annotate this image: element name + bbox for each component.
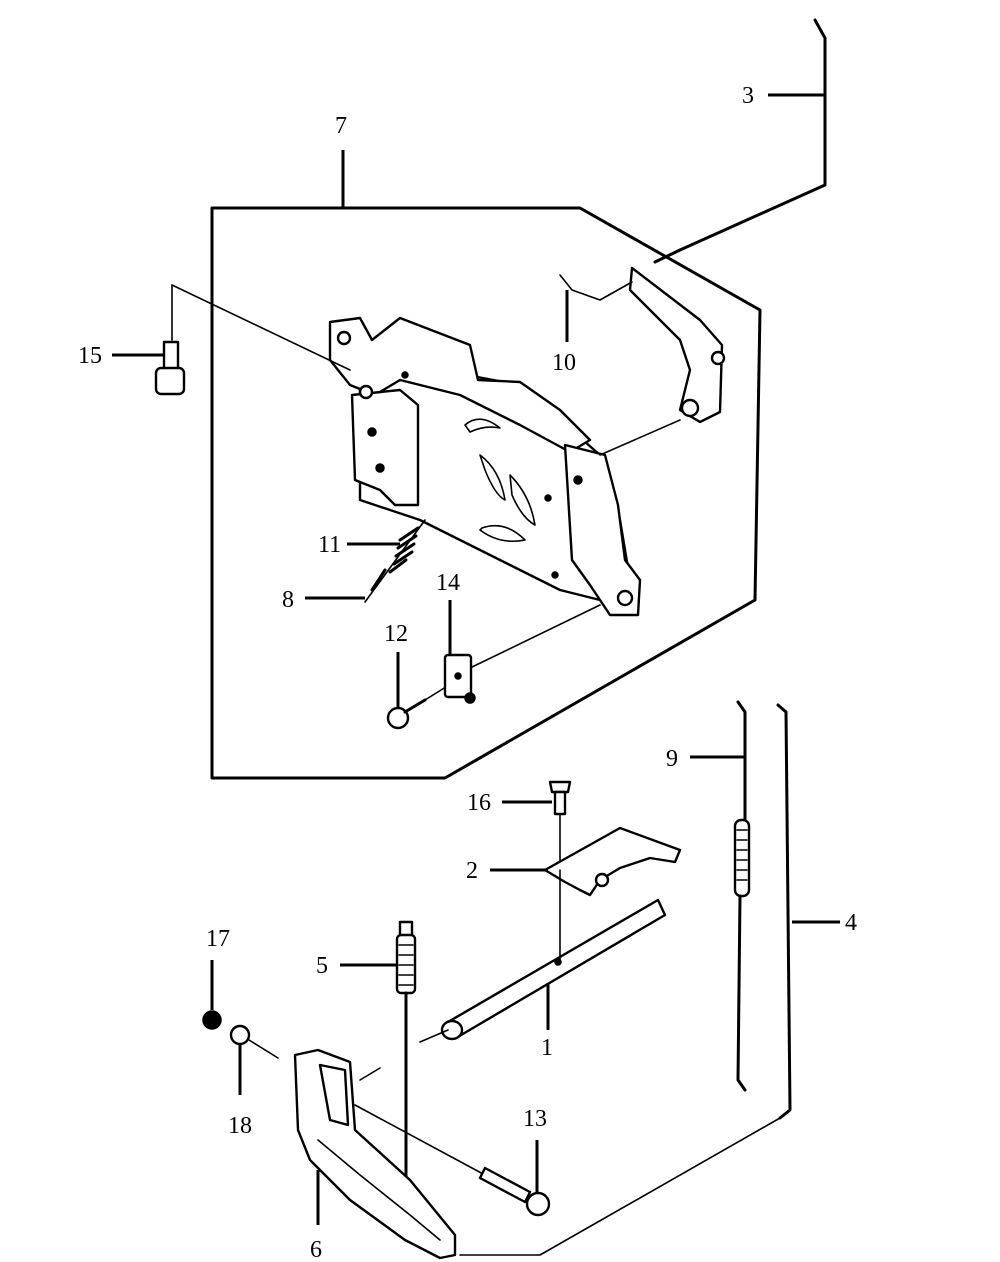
bolt-13: [354, 1104, 551, 1217]
callout-10: 10: [552, 350, 576, 376]
spring-9: [733, 700, 751, 1092]
spring-11-screw-8: [364, 519, 426, 603]
callout-12: 12: [384, 621, 408, 647]
mount-line-15: [171, 284, 351, 371]
callout-1: 1: [541, 1035, 553, 1061]
plate-2: [543, 826, 682, 897]
callout-16: 16: [467, 790, 491, 816]
callout-6: 6: [310, 1237, 322, 1262]
callout-4: 4: [845, 910, 857, 936]
rod-4: [459, 703, 792, 1256]
clip-14: [443, 653, 476, 704]
callout-17: 17: [206, 926, 230, 952]
washer-18: [229, 1024, 279, 1059]
callout-14: 14: [436, 570, 460, 596]
callout-9: 9: [666, 746, 678, 772]
assembly-7-boundary: [210, 206, 762, 780]
spring-5: [395, 920, 417, 1182]
control-plate-assembly: [328, 266, 726, 669]
rod-3: [653, 18, 827, 264]
callout-3: 3: [742, 83, 754, 109]
callout-11: 11: [318, 532, 341, 558]
bolt-16: [548, 780, 572, 861]
nut-17: [202, 1010, 222, 1030]
callout-13: 13: [523, 1106, 547, 1132]
callout-2: 2: [466, 858, 478, 884]
shaft-1: [419, 869, 667, 1043]
callout-7: 7: [335, 113, 347, 139]
lever-6: [293, 1048, 457, 1260]
callout-5: 5: [316, 953, 328, 979]
bolt-15: [154, 340, 186, 396]
callout-8: 8: [282, 587, 294, 613]
callout-18: 18: [228, 1113, 252, 1139]
callout-15: 15: [78, 343, 102, 369]
